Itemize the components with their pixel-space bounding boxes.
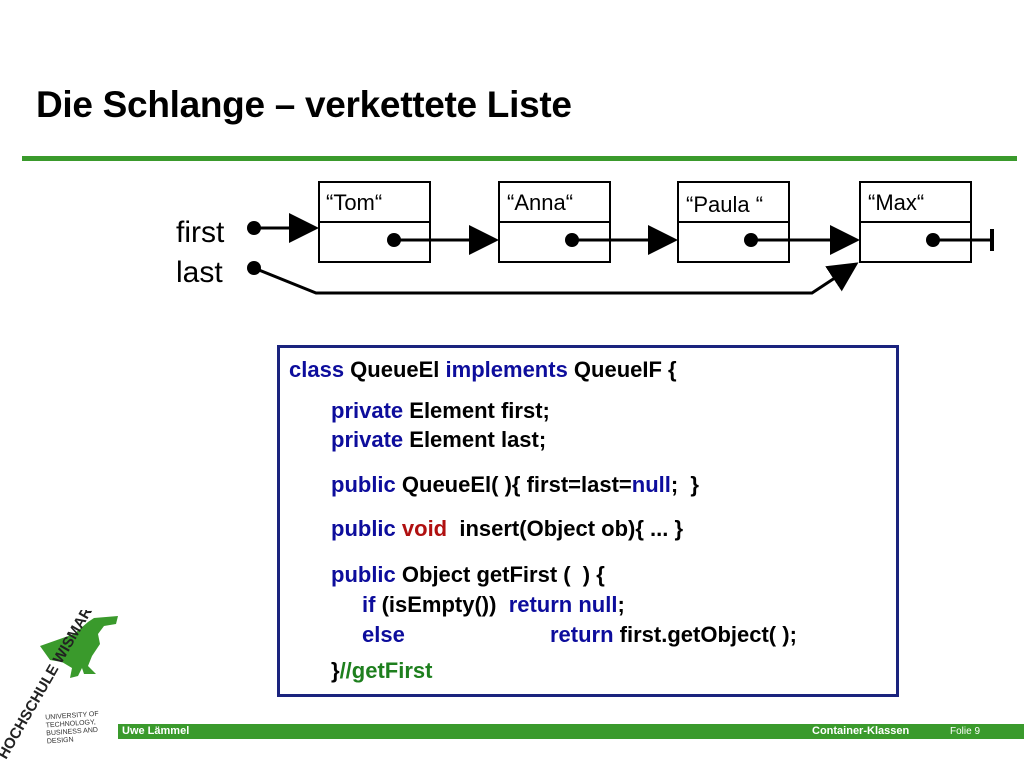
next-pointer-2 (565, 225, 678, 255)
code-text: QueueEl (344, 357, 446, 382)
first-pointer-arrow (247, 213, 319, 243)
code-text: Object getFirst ( ) { (395, 562, 605, 587)
code-line-insert: public void insert(Object ob){ ... } (331, 516, 683, 542)
code-line-class: class QueueEl implements QueueIF { (289, 357, 677, 383)
footer-topic: Container-Klassen (812, 725, 910, 737)
code-text: Element last; (403, 427, 547, 452)
first-label: first (176, 216, 225, 249)
code-line-close: }//getFirst (331, 658, 432, 684)
code-keyword: class (289, 357, 345, 382)
code-text: ; (617, 592, 625, 617)
code-keyword-void: void (395, 516, 448, 541)
node-value-4: “Max“ (868, 190, 925, 215)
code-line-getfirst: public Object getFirst ( ) { (331, 562, 605, 588)
code-text: ; } (670, 472, 699, 497)
code-keyword: public (331, 562, 396, 587)
code-keyword: public (331, 516, 396, 541)
node-value-2: “Anna“ (507, 190, 574, 215)
code-keyword: implements (445, 357, 568, 382)
code-text: Element first; (403, 398, 550, 423)
code-keyword: private (331, 427, 404, 452)
code-line-else: else return first.getObject( ); (362, 622, 797, 648)
code-keyword: null (631, 472, 671, 497)
next-pointer-1 (387, 225, 499, 255)
code-keyword: public (331, 472, 396, 497)
null-pointer-terminator (926, 229, 994, 251)
code-text: QueueEl( ){ first=last= (395, 472, 632, 497)
code-text: insert(Object ob){ ... } (447, 516, 684, 541)
code-comment: //getFirst (339, 658, 433, 683)
code-line-if: if (isEmpty()) return null; (362, 592, 625, 618)
code-text: first.getObject( ); (613, 622, 797, 647)
last-pointer-arrow (247, 261, 859, 295)
footer-bar: Uwe Lämmel Container-Klassen Folie 9 (118, 724, 1024, 739)
node-box-2 (498, 181, 611, 263)
code-text: QueueIF { (567, 357, 677, 382)
next-pointer-3 (744, 225, 860, 255)
node-box-3 (677, 181, 790, 263)
code-line-field-last: private Element last; (331, 427, 546, 453)
code-keyword: return first.getObject( ); (550, 622, 797, 648)
linked-list-diagram (247, 181, 994, 295)
hochschule-wismar-logo: HOCHSCHULE WISMAR (0, 610, 118, 762)
title-divider (22, 156, 1017, 161)
code-text: } (331, 658, 340, 683)
code-keyword: if (362, 592, 376, 617)
node-box-1 (318, 181, 431, 263)
node-box-4 (859, 181, 972, 263)
code-keyword: return null (508, 592, 618, 617)
code-text: (isEmpty()) (375, 592, 509, 617)
last-label: last (176, 256, 223, 289)
code-keyword-return: return (550, 622, 614, 647)
node-value-1: “Tom“ (326, 190, 383, 215)
code-line-field-first: private Element first; (331, 398, 550, 424)
code-listing: class QueueEl implements QueueIF { priva… (277, 345, 899, 697)
logo-tagline: UNIVERSITY OF TECHNOLOGY, BUSINESS AND D… (44, 710, 99, 746)
footer-slide-number: Folie 9 (950, 726, 981, 737)
bird-icon (40, 616, 118, 678)
code-keyword: else (362, 622, 405, 647)
code-keyword: private (331, 398, 404, 423)
code-line-constructor: public QueueEl( ){ first=last=null; } (331, 472, 699, 498)
slide-title: Die Schlange – verkettete Liste (36, 84, 572, 125)
footer-author: Uwe Lämmel (122, 725, 190, 737)
node-value-3: “Paula “ (686, 192, 764, 217)
